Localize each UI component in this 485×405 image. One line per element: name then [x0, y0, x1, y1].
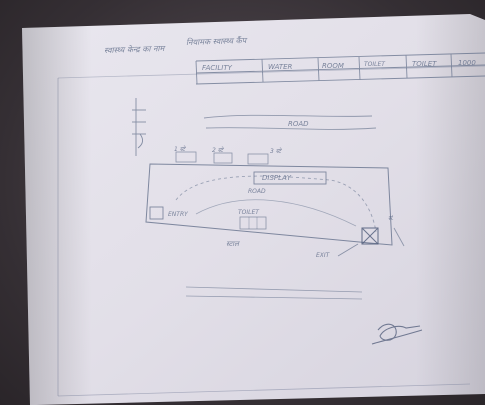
label-road: ROAD	[288, 120, 309, 128]
label-bottom-left: ENTRY	[168, 211, 188, 218]
table-col-1: FACILITY	[202, 64, 232, 72]
bottom-lines	[185, 286, 363, 300]
border-line	[57, 383, 471, 397]
cross-box-icon	[361, 227, 379, 245]
label-top-mid: 2 स्टे	[212, 147, 224, 154]
label-inner-box: DISPLAY	[262, 174, 292, 182]
side-arrow	[393, 227, 405, 247]
border-line	[57, 65, 485, 79]
exit-arrow	[337, 243, 359, 257]
label-exit: EXIT	[316, 252, 330, 259]
table-col-3: ROOM	[322, 62, 344, 70]
road-lines	[203, 114, 377, 130]
plan-rectangle	[145, 163, 393, 246]
small-box-icon	[149, 206, 164, 220]
display-box	[253, 171, 327, 185]
label-bottom-mid: TOILET	[238, 209, 259, 216]
label-caption: स्टाल	[226, 240, 239, 248]
top-stalls	[175, 151, 269, 165]
signature-mark	[371, 323, 423, 345]
header-table	[195, 52, 485, 85]
table-col-4: TOILET	[364, 61, 385, 68]
table-col-6: 1000	[458, 59, 476, 67]
table-col-5: TOILET	[412, 60, 437, 68]
label-side: सं.	[388, 215, 394, 222]
ladder-sketch	[132, 98, 146, 156]
label-arrow-mid: ROAD	[248, 188, 266, 195]
header-line-1: नियामक स्वास्थ्य कैंप	[185, 35, 247, 48]
toilet-box	[239, 216, 267, 230]
label-top-left: 1 स्टे	[174, 146, 186, 153]
label-top-right: 3 स्टे	[270, 148, 282, 155]
header-line-2: स्वास्थ्य केन्द्र का नाम	[103, 43, 165, 56]
flow-arrow	[195, 199, 357, 227]
table-col-2: WATER	[268, 63, 293, 71]
flow-path	[175, 175, 377, 233]
